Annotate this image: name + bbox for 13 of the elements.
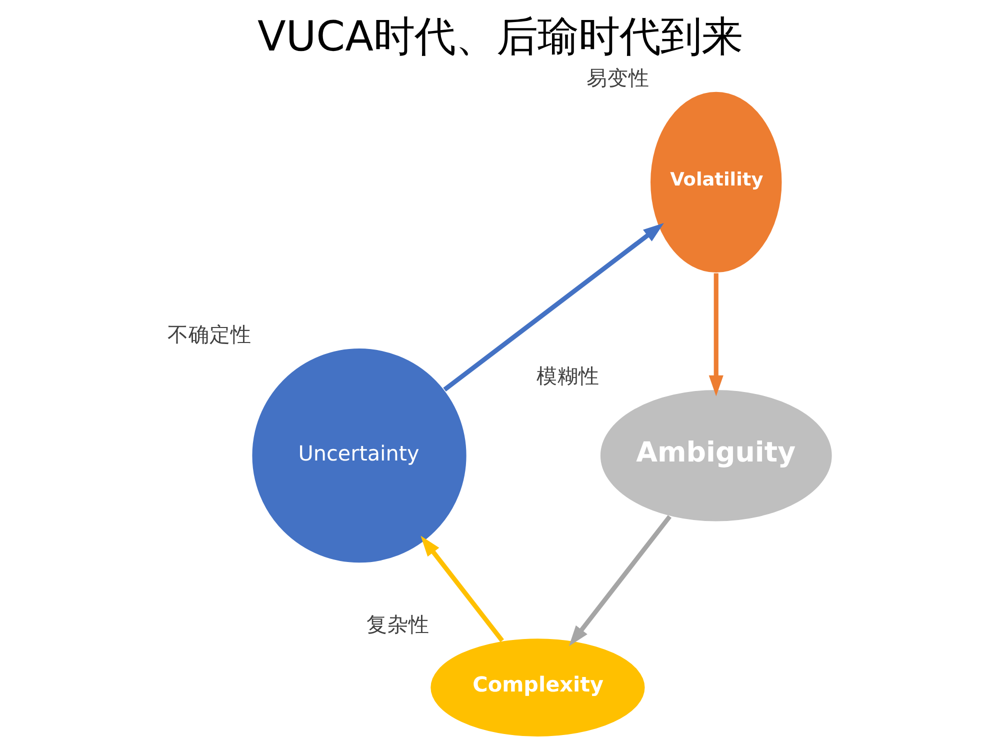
node-label: 复杂性 <box>366 612 430 637</box>
arrow <box>443 222 664 392</box>
diagram-title: VUCA时代、后瑜时代到来 <box>258 12 742 61</box>
arrow <box>708 273 724 396</box>
node-label: 不确定性 <box>168 322 252 346</box>
node-label: 模糊性 <box>536 364 600 388</box>
node-ellipse: Volatility <box>649 90 783 274</box>
node-ellipse: Ambiguity <box>599 388 833 522</box>
arrow <box>568 515 672 646</box>
node-label: 易变性 <box>586 66 650 90</box>
node-circle: Uncertainty <box>251 347 468 564</box>
node-ellipse: Complexity <box>430 637 646 738</box>
arrow <box>420 536 504 642</box>
